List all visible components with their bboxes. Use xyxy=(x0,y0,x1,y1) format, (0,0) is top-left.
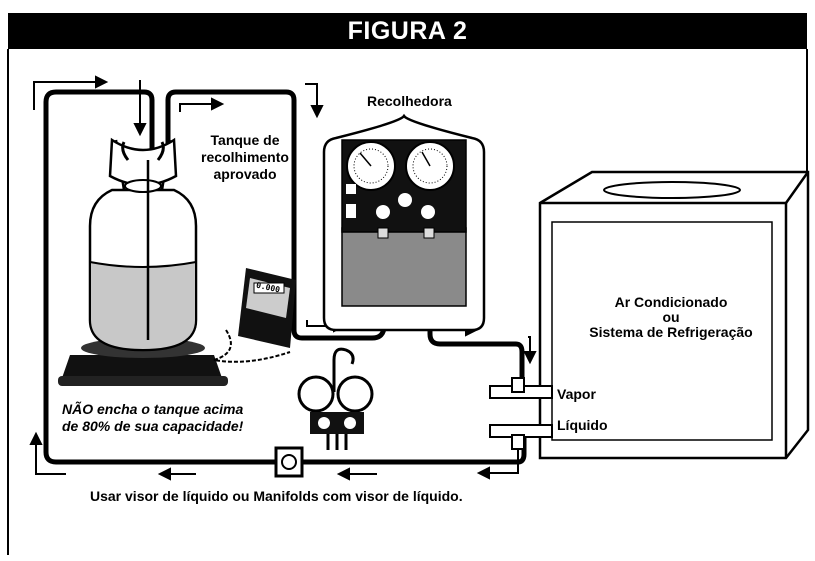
recovery-machine xyxy=(322,113,486,332)
figure-banner: FIGURA 2 xyxy=(8,13,807,49)
sight-glass xyxy=(274,446,304,478)
liquid-valve-label: Líquido xyxy=(557,417,608,433)
tank-label-line-2: recolhimento xyxy=(201,149,289,165)
fill-warning: NÃO encha o tanque acima de 80% de sua c… xyxy=(62,401,243,435)
system-label: Ar Condicionado ou Sistema de Refrigeraç… xyxy=(566,295,776,340)
tank-label: Tanque de recolhimento aprovado xyxy=(195,132,295,183)
scale-controller xyxy=(213,268,296,363)
service-valves xyxy=(489,377,553,450)
ac-system-box xyxy=(538,170,810,460)
recovery-tank xyxy=(58,137,228,386)
system-label-line-1: Ar Condicionado xyxy=(614,294,728,310)
recovery-machine-label: Recolhedora xyxy=(367,93,452,109)
manifold-gauges xyxy=(297,347,374,450)
fill-warning-line-1: NÃO encha o tanque acima xyxy=(62,401,244,417)
tank-label-line-1: Tanque de xyxy=(210,132,280,148)
fill-warning-line-2: de 80% de sua capacidade! xyxy=(62,418,244,434)
figure-title: FIGURA 2 xyxy=(347,17,468,45)
system-label-line-2: ou xyxy=(662,309,680,325)
vapor-valve-label: Vapor xyxy=(557,386,596,402)
tank-label-line-3: aprovado xyxy=(213,166,277,182)
system-label-line-3: Sistema de Refrigeração xyxy=(589,324,753,340)
flow-arrows xyxy=(29,75,537,481)
sight-glass-note: Usar visor de líquido ou Manifolds com v… xyxy=(90,488,463,504)
